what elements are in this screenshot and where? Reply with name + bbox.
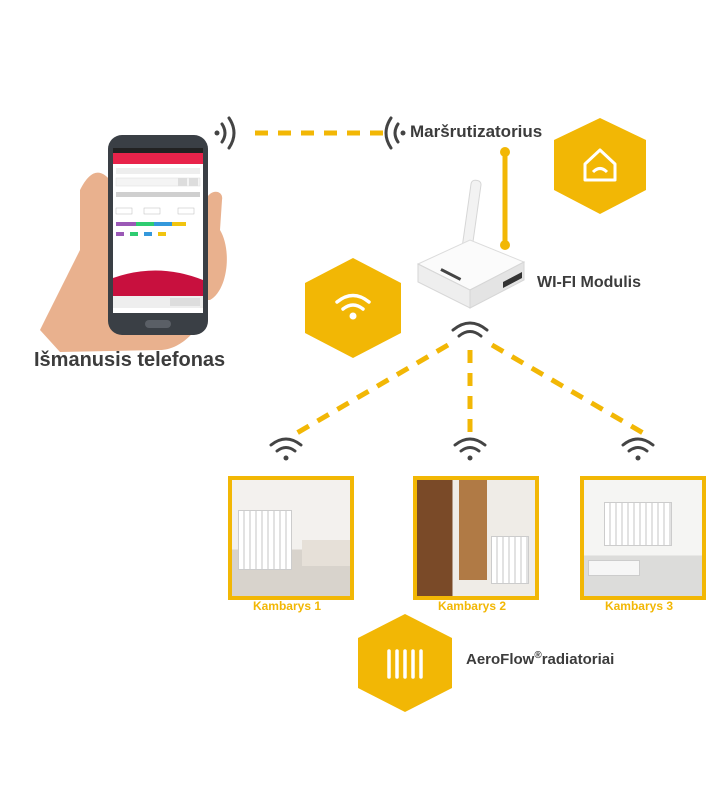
room-3-caption: Kambarys 3 <box>604 599 674 613</box>
radiator-unit <box>491 536 529 584</box>
signal-wave-icon <box>621 437 655 453</box>
signal-wave-icon <box>269 437 303 453</box>
phone-label: Išmanusis telefonas <box>34 349 226 371</box>
radiators-brand: AeroFlow <box>466 651 535 668</box>
door <box>459 480 487 580</box>
wifi-hexagon <box>305 258 401 358</box>
home-icon <box>583 148 617 182</box>
radiator-hexagon <box>358 614 452 712</box>
furniture <box>302 540 350 566</box>
signal-wave-icon <box>453 437 487 453</box>
signal-dot <box>400 130 406 136</box>
module-room1-link <box>288 342 450 440</box>
link-dot <box>500 147 510 157</box>
signal-wave-icon <box>384 116 400 150</box>
registered-mark: ® <box>534 650 542 661</box>
signal-wave-icon <box>220 116 236 150</box>
router-label: Maršrutizatorius <box>410 122 543 141</box>
room-2-photo <box>413 476 539 600</box>
radiator-unit <box>604 502 672 546</box>
signal-wave-icon <box>451 321 489 338</box>
room-2-caption: Kambarys 2 <box>437 599 507 613</box>
wifi-module-label: WI-FI Modulis <box>537 274 641 291</box>
wifi-module-device <box>416 179 526 309</box>
radiators-suffix: radiatoriai <box>541 651 615 668</box>
room-3-photo <box>580 476 706 600</box>
radiators-label: AeroFlow®radiatoriai <box>466 650 614 668</box>
smartphone-illustration <box>40 135 227 352</box>
signal-dot <box>214 130 220 136</box>
phone-app-header <box>113 153 203 164</box>
wifi-icon <box>335 293 371 311</box>
radiator-unit <box>238 510 292 570</box>
table <box>588 560 640 576</box>
room-1-photo <box>228 476 354 600</box>
home-hexagon <box>554 118 646 214</box>
link-dot <box>500 240 510 250</box>
room-1-caption: Kambarys 1 <box>252 599 322 613</box>
module-room3-link <box>490 342 652 440</box>
radiator-icon <box>387 649 423 679</box>
